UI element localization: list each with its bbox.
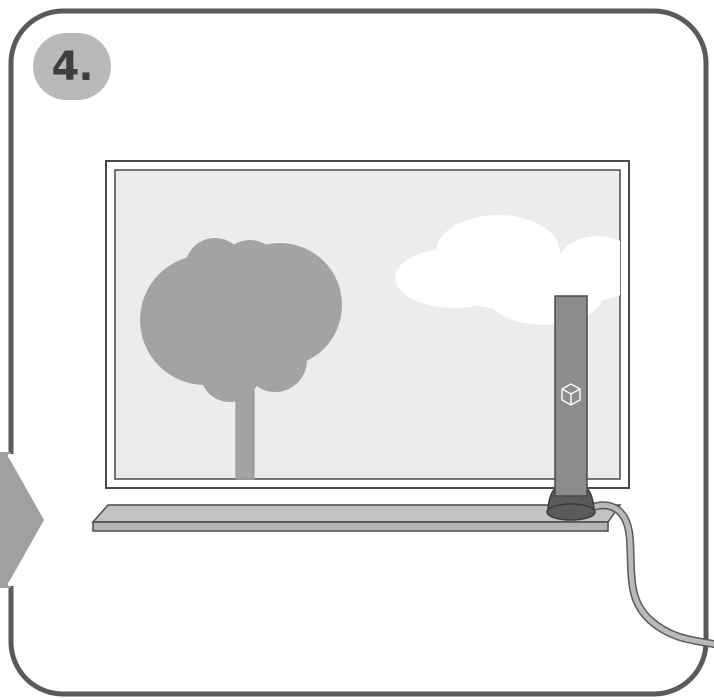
shelf [93, 505, 620, 531]
step-number-badge: 4. [33, 33, 111, 100]
step-number: 4. [51, 44, 92, 90]
